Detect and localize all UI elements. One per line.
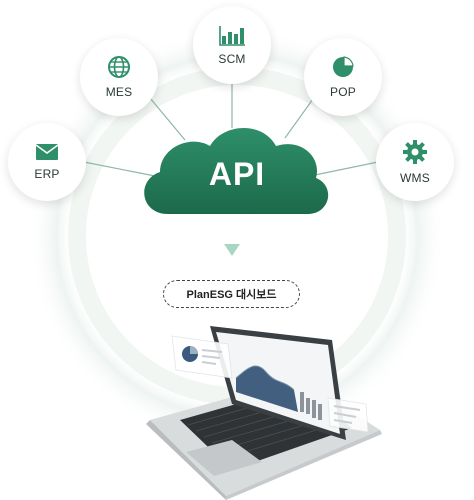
globe-icon — [108, 56, 130, 78]
node-scm: SCM — [193, 6, 271, 84]
connector-mes — [144, 91, 186, 141]
api-label: API — [208, 156, 266, 192]
laptop-illustration — [146, 326, 382, 500]
node-mes-label: MES — [105, 85, 133, 99]
screen-area-chart — [236, 365, 298, 412]
node-wms: WMS — [376, 123, 454, 201]
node-pop: POP — [304, 38, 382, 116]
node-erp-label: ERP — [34, 167, 60, 181]
pie-chart-icon — [333, 56, 354, 77]
node-mes: MES — [80, 38, 158, 116]
node-scm-label: SCM — [218, 52, 246, 66]
node-pop-label: POP — [330, 85, 356, 99]
background-ring — [27, 26, 447, 446]
laptop-trackpad — [186, 440, 262, 476]
node-erp: ERP — [8, 123, 86, 201]
connector-erp — [83, 161, 156, 177]
gear-icon — [403, 140, 427, 164]
node-wms-label: WMS — [400, 171, 430, 185]
screen-bar-chart — [300, 392, 322, 420]
envelope-icon — [35, 144, 59, 160]
connector-wms — [309, 161, 379, 177]
down-arrow — [224, 244, 240, 256]
dashboard-label: PlanESG 대시보드 — [163, 280, 300, 308]
api-cloud — [144, 127, 329, 214]
bar-chart-icon — [219, 26, 245, 46]
